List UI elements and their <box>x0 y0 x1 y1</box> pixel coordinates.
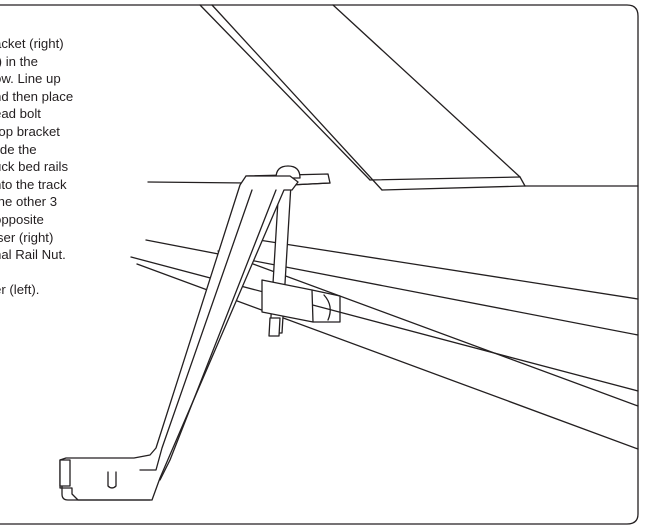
panel-border <box>0 4 639 525</box>
instruction-line: nto the track <box>0 176 67 192</box>
instruction-line: rop bracket <box>0 123 60 139</box>
instruction-line: the other 3 <box>0 194 58 210</box>
instruction-line: lide the <box>0 141 37 157</box>
instruction-line: iser (right) <box>0 229 54 245</box>
instruction-line: t) in the <box>0 53 38 69</box>
instruction-line: ead bolt <box>0 106 41 122</box>
instruction-text: acket (right) t) in the ow. Line up nd t… <box>0 35 134 299</box>
bed-plank <box>199 4 639 191</box>
drop-bracket <box>59 175 299 501</box>
rail-nut <box>261 279 341 323</box>
instruction-line: uck bed rails <box>0 159 69 175</box>
leader-line <box>147 181 248 184</box>
instruction-line: acket (right) <box>0 36 64 51</box>
instruction-line: nal Rail Nut. <box>0 247 66 263</box>
instruction-line: ow. Line up <box>0 71 61 87</box>
instruction-line-final: er (left). <box>0 282 40 298</box>
instruction-line: nd then place <box>0 88 74 104</box>
instruction-line: opposite <box>0 211 44 227</box>
